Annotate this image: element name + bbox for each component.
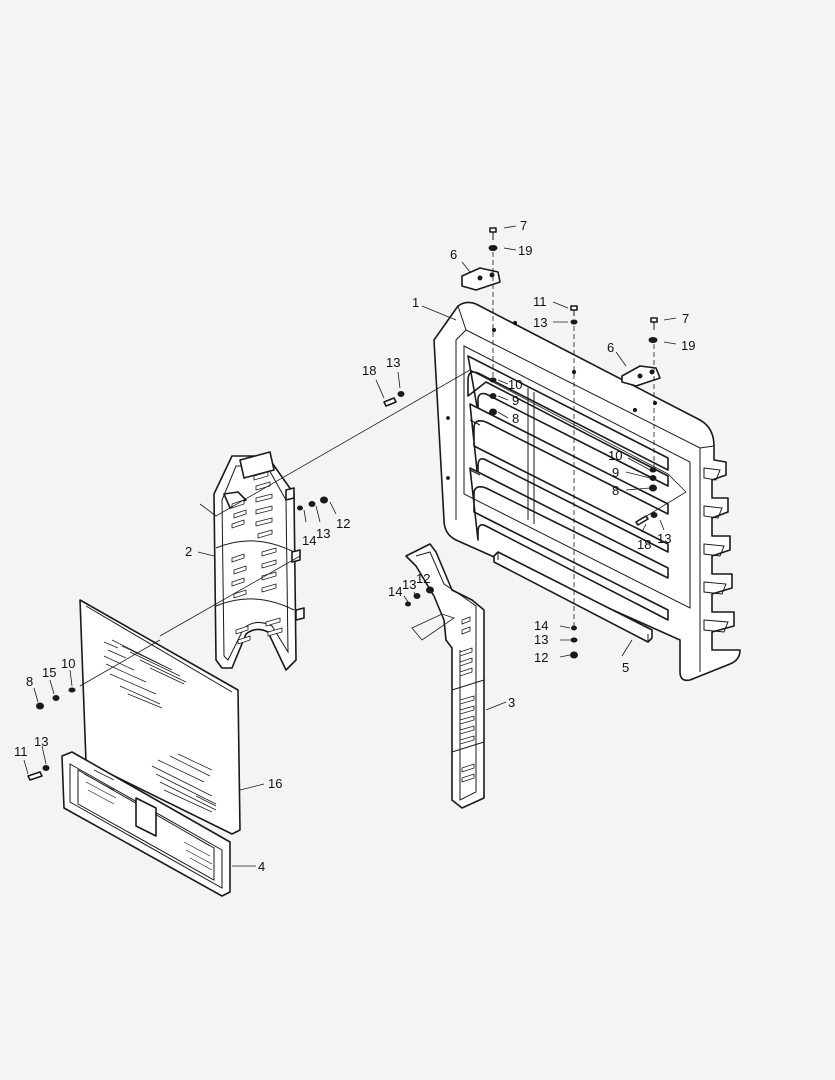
callout-14-bottom: 14 — [534, 618, 548, 633]
callout-19-right: 19 — [681, 338, 695, 353]
callout-13-upper-left: 13 — [386, 355, 400, 370]
callout-12-panel2: 12 — [336, 516, 350, 531]
bottom-frame — [61, 751, 231, 897]
callout-12-panel3: 12 — [416, 571, 430, 586]
callout-leaders — [23, 225, 677, 867]
callout-9-right: 9 — [612, 465, 619, 480]
callout-4: 4 — [258, 859, 265, 874]
callout-13-center: 13 — [533, 315, 547, 330]
callout-18-right: 18 — [637, 537, 651, 552]
callout-13-right: 13 — [657, 531, 671, 546]
callout-18-left: 18 — [362, 363, 376, 378]
callout-14-panel3: 14 — [388, 584, 402, 599]
hinge-left — [461, 267, 501, 291]
callout-5: 5 — [622, 660, 629, 675]
callout-13-panel2: 13 — [316, 526, 330, 541]
callout-labels: 1 2 3 4 5 6 6 7 7 8 8 8 9 9 10 10 10 11 … — [14, 218, 695, 874]
callout-13-bottom: 13 — [534, 632, 548, 647]
callout-1: 1 — [412, 295, 419, 310]
callout-10-right: 10 — [608, 448, 622, 463]
callout-15: 15 — [42, 665, 56, 680]
hinge-right — [621, 365, 661, 387]
callout-2: 2 — [185, 544, 192, 559]
callout-13-panel3: 13 — [402, 577, 416, 592]
callout-6-left: 6 — [450, 247, 457, 262]
callout-7-right: 7 — [682, 311, 689, 326]
callout-3: 3 — [508, 695, 515, 710]
callout-6-right: 6 — [607, 340, 614, 355]
callout-9-upper: 9 — [512, 393, 519, 408]
callout-11-center: 11 — [533, 294, 547, 309]
right-side-panel — [405, 543, 485, 809]
callout-8-upper: 8 — [512, 411, 519, 426]
callout-10-left: 10 — [61, 656, 75, 671]
callout-19-left: 19 — [518, 243, 532, 258]
callout-8-left: 8 — [26, 674, 33, 689]
hardware — [27, 227, 658, 781]
main-grille-frame — [433, 301, 741, 682]
support-bar — [493, 551, 653, 643]
callout-7-left: 7 — [520, 218, 527, 233]
callout-11-left: 11 — [14, 744, 28, 759]
callout-16: 16 — [268, 776, 282, 791]
callout-10-upper: 10 — [508, 377, 522, 392]
callout-12-bottom: 12 — [534, 650, 548, 665]
perforated-panel — [79, 599, 241, 835]
callout-14-panel2: 14 — [302, 533, 316, 548]
left-side-panel — [213, 451, 305, 671]
callout-13-lower-left: 13 — [34, 734, 48, 749]
callout-8-right: 8 — [612, 483, 619, 498]
assembly-lines — [79, 252, 687, 687]
